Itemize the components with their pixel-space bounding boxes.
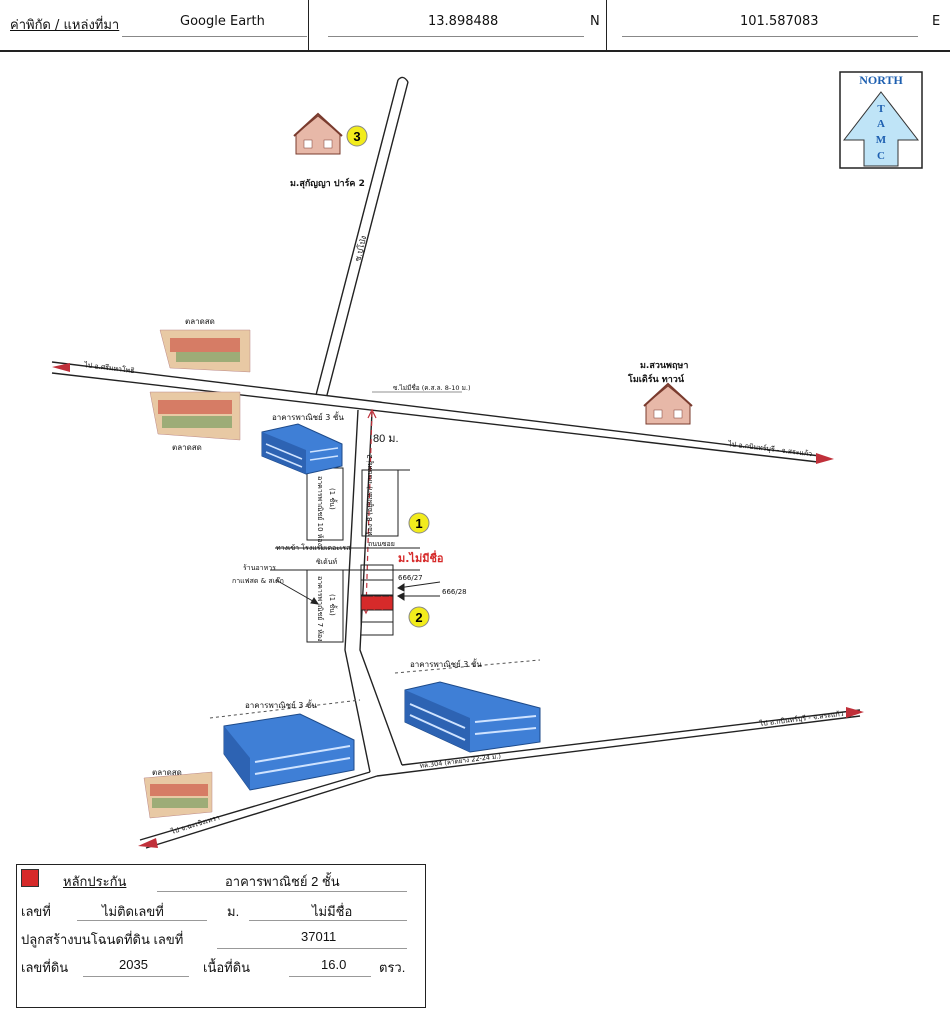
house-icon — [293, 112, 343, 155]
coordinate-source-label: ค่าพิกัด / แหล่งที่มา — [10, 18, 120, 33]
underline — [217, 948, 407, 949]
highway-label: ทล.304 (ลาดยาง 22-24 ม.) — [419, 752, 501, 770]
market-label: ตลาดสด — [152, 768, 182, 777]
junction-note: ซ.ไม่มีชื่อ (ค.ส.ล. 8-10 ม.) — [393, 383, 471, 392]
arrow-left-icon — [52, 363, 70, 372]
market-image-top — [159, 329, 251, 373]
underline — [157, 891, 407, 892]
route-dashed-line — [365, 411, 373, 611]
collateral-plot — [360, 595, 394, 611]
road-direction-arrows — [52, 363, 864, 848]
house-number-label: 666/27 — [398, 574, 423, 582]
market-label: ตลาดสด — [185, 317, 215, 326]
moo-label: ม. — [227, 904, 240, 919]
longitude-value: 101.587083 — [740, 14, 819, 29]
deed-value: 37011 — [301, 929, 337, 944]
moo-value: ไม่มีชื่อ — [312, 904, 353, 919]
underline — [289, 976, 371, 977]
area-unit: ตรว. — [379, 960, 406, 975]
route-arrow-up-icon — [367, 408, 377, 419]
area-value: 16.0 — [321, 957, 347, 972]
collateral-info-box: หลักประกัน อาคารพาณิชย์ 2 ชั้น เลขที่ ไม… — [16, 864, 426, 1008]
latitude-underline — [328, 36, 584, 37]
market-image-mid — [149, 391, 241, 441]
arrow-left-icon — [138, 838, 158, 848]
collateral-swatch — [21, 869, 39, 887]
unnamed-village-label: ม.ไม่มีชื่อ — [398, 550, 444, 565]
arrow-right-icon — [846, 707, 864, 718]
underline — [77, 920, 207, 921]
pointer-arrows — [275, 579, 441, 605]
svg-text:3: 3 — [353, 129, 360, 144]
cafe-label: กาแฟสด & สเต๊ก — [232, 577, 284, 585]
village-3-label: ม.สุกัญญา ปาร์ค 2 — [290, 177, 365, 189]
row-houses-label: ห้อง 8 (อยู่ผเอก) ถนนหมู่ 2 — [366, 454, 374, 536]
longitude-direction: E — [932, 14, 941, 29]
location-map: NORTH T A M C — [51, 71, 923, 849]
compass-north-text: NORTH — [859, 73, 903, 87]
marker-3: 3 — [346, 125, 368, 147]
shop3-top-label: อาคารพาณิชย์ 3 ชั้น — [272, 411, 344, 422]
shop7-floors: (1 ชั้น) — [328, 594, 339, 616]
market-image-bottom — [143, 771, 213, 819]
latitude-direction: N — [590, 14, 600, 29]
header-divider — [606, 0, 607, 50]
road-network — [51, 76, 861, 849]
building-footprints — [209, 659, 541, 719]
shop10-label: อาคารพาณิชย์ 10 ห้อง — [316, 476, 324, 546]
svg-text:2: 2 — [415, 610, 422, 625]
collateral-label: หลักประกัน — [63, 874, 127, 889]
building-shop-3-floor-right — [404, 681, 541, 753]
house-no-value: ไม่ติดเลขที่ — [102, 904, 164, 919]
house-icon — [643, 382, 693, 425]
collateral-type: อาคารพาณิชย์ 2 ชั้น — [225, 874, 340, 889]
compass-letter: C — [877, 150, 885, 162]
compass-letter: T — [877, 103, 885, 115]
shop3-right-label: อาคารพาณิชย์ 3 ชั้น — [410, 658, 482, 669]
underline — [249, 920, 407, 921]
collateral-hatch — [365, 595, 391, 611]
underline — [83, 976, 189, 977]
compass-letter: A — [877, 118, 885, 130]
market-label: ตลาดสด — [172, 443, 202, 452]
house-no-label: เลขที่ — [21, 904, 51, 919]
road-label-right-top: ไป อ.กบินทร์บุรี - จ.สระแก้ว — [727, 439, 813, 458]
latitude-value: 13.898488 — [428, 14, 499, 29]
building-shop-3-floor-top — [261, 423, 343, 475]
village-right-label: ม.สวนพฤษา — [640, 361, 688, 371]
marker-2: 2 — [408, 606, 430, 628]
distance-label: 80 ม. — [373, 433, 399, 445]
building-shop-3-floor-left — [223, 713, 355, 791]
land-no-label: เลขที่ดิน — [21, 960, 69, 975]
house-number-label: 666/28 — [442, 588, 467, 596]
source-underline — [122, 36, 307, 37]
north-compass: NORTH T A M C — [839, 71, 923, 169]
lane-label: ถนนซอย — [368, 540, 395, 548]
longitude-underline — [622, 36, 918, 37]
compass-letter: M — [876, 134, 887, 146]
hotel-name-label: ซิเด้นท์ — [316, 558, 337, 566]
village-right-label: โมเดิร์น ทาวน์ — [627, 373, 685, 385]
coordinates-header: ค่าพิกัด / แหล่งที่มา Google Earth 13.89… — [0, 0, 950, 52]
marker-1: 1 — [408, 512, 430, 534]
svg-text:1: 1 — [415, 516, 422, 531]
deed-label: ปลูกสร้างบนโฉนดที่ดิน เลขที่ — [21, 932, 184, 947]
road-label-left: ไป อ.ศรีมหาโพธิ — [83, 360, 135, 375]
road-label-right-bottom: ไป อ.กบินทร์บุรี - จ.สระแก้ว — [758, 709, 844, 728]
shop10-floors: (1 ชั้น) — [328, 488, 339, 510]
land-no-value: 2035 — [119, 957, 148, 972]
hotel-entry-label: ทางเข้า โรงแรมเดอะเรส — [276, 543, 351, 552]
source-value: Google Earth — [180, 14, 265, 29]
arrow-right-icon — [816, 453, 834, 464]
shop7-label: อาคารพาณิชย์ 7 ห้อง — [316, 576, 324, 642]
cafe-label: ร้านอาหาร — [243, 564, 276, 572]
header-divider — [308, 0, 309, 50]
area-label: เนื้อที่ดิน — [203, 960, 251, 975]
shop3-left-label: อาคารพาณิชย์ 3 ชั้น — [245, 699, 317, 710]
